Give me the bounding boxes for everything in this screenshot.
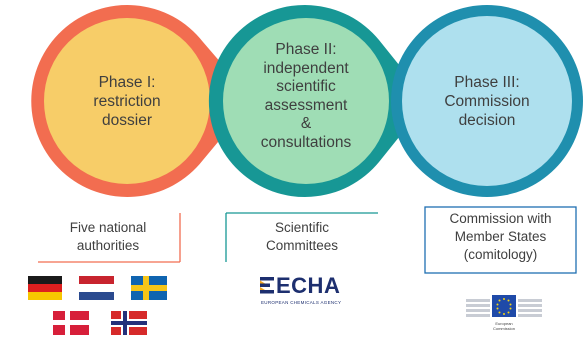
ec-building-icon <box>466 295 542 317</box>
echa-mark-icon <box>260 277 274 294</box>
phase-1-line-3: dossier <box>102 112 152 129</box>
phase-1-circle <box>44 18 210 184</box>
danish-flag-icon <box>53 311 89 335</box>
phase-3-shape <box>391 5 583 197</box>
actor-box-3: Commission with Member States (comitolog… <box>426 210 575 264</box>
phase-3-line-1: Phase III: <box>454 74 520 91</box>
european-commission-logo: European Commission <box>466 293 542 333</box>
phase-2-circle <box>223 18 389 184</box>
actor-3-line-2: Member States <box>454 229 547 244</box>
actor-box-2: Scientific Committees <box>230 219 374 255</box>
phase-2-label: Phase II: independent scientific assessm… <box>231 41 381 152</box>
phase-1-label: Phase I: restriction dossier <box>62 73 192 130</box>
echa-wordmark: ECHA <box>276 273 341 298</box>
echa-subtitle: EUROPEAN CHEMICALS AGENCY <box>261 300 342 305</box>
phase-1-line-2: restriction <box>93 93 161 110</box>
german-flag-icon <box>28 276 62 300</box>
actor-1-line-2: authorities <box>76 238 140 253</box>
phase-3-line-2: Commission <box>444 93 530 110</box>
actor-2-line-2: Committees <box>265 238 338 253</box>
phase-2-line-1: Phase II: <box>275 41 337 58</box>
phase-2-line-4: assessment <box>264 96 348 114</box>
actor-box-1-border <box>38 213 181 263</box>
phase-3-line-3: decision <box>458 112 516 129</box>
phase-2-line-5: & <box>300 115 312 132</box>
phase-1-line-1: Phase I: <box>98 74 156 91</box>
phase-2-line-3: scientific <box>276 78 336 95</box>
actor-box-1: Five national authorities <box>40 219 176 255</box>
actor-3-line-1: Commission with <box>449 211 552 226</box>
swedish-flag-icon <box>131 276 167 300</box>
actor-3-line-3: (comitology) <box>463 247 538 262</box>
phase-1-shape <box>31 5 253 197</box>
phase-2-line-6: consultations <box>260 133 352 151</box>
ec-caption: European Commission <box>487 321 521 331</box>
echa-logo: ECHA EUROPEAN CHEMICALS AGENCY <box>260 273 350 309</box>
phase-2-shape <box>208 5 428 198</box>
actor-box-2-border <box>225 212 378 262</box>
phase-2-line-2: independent <box>263 59 349 77</box>
norwegian-flag-icon <box>111 311 147 335</box>
phase-3-circle <box>402 16 572 186</box>
actor-box-3-border <box>424 206 577 274</box>
actor-1-line-1: Five national <box>69 220 147 235</box>
phase-3-label: Phase III: Commission decision <box>422 73 552 130</box>
ec-caption-line-1: European <box>495 321 513 326</box>
actor-2-line-1: Scientific <box>274 220 330 235</box>
ec-caption-line-2: Commission <box>492 326 515 331</box>
dutch-flag-icon <box>79 276 114 300</box>
